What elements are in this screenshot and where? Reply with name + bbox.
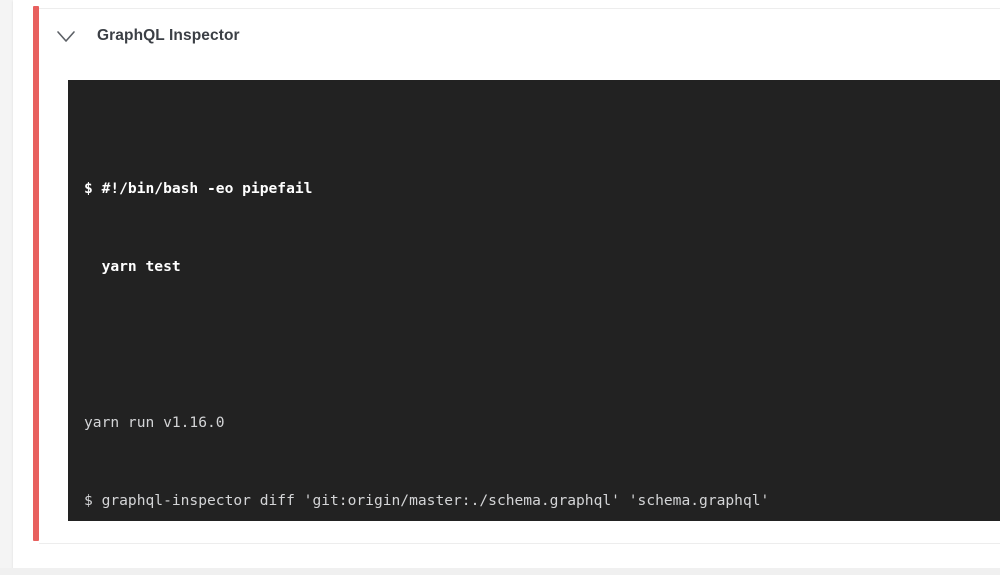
console-line-text: yarn run v1.16.0 — [84, 414, 225, 431]
console-line-blank — [84, 332, 1000, 358]
console-line-text: $ graphql-inspector diff 'git:origin/mas… — [84, 492, 770, 509]
card-top-divider — [39, 8, 1000, 9]
console-lines: $ #!/bin/bash -eo pipefail yarn test yar… — [68, 98, 1000, 521]
job-header[interactable]: GraphQL Inspector — [53, 16, 240, 56]
console-line: yarn test — [84, 254, 1000, 280]
job-status-rail — [33, 6, 39, 541]
console-line-text: $ #!/bin/bash -eo pipefail — [84, 180, 313, 197]
console-line: $ graphql-inspector diff 'git:origin/mas… — [84, 488, 1000, 514]
console-output[interactable]: $ #!/bin/bash -eo pipefail yarn test yar… — [68, 80, 1000, 521]
page-left-gutter — [0, 0, 13, 575]
card-bottom-divider — [39, 543, 1000, 544]
job-card: GraphQL Inspector $ #!/bin/bash -eo pipe… — [13, 0, 1000, 569]
console-line-text: yarn test — [84, 258, 181, 275]
console-line: $ #!/bin/bash -eo pipefail — [84, 176, 1000, 202]
console-line: yarn run v1.16.0 — [84, 410, 1000, 436]
chevron-down-icon[interactable] — [53, 23, 79, 49]
page-bottom-shade — [0, 568, 1000, 575]
job-title: GraphQL Inspector — [97, 27, 240, 44]
